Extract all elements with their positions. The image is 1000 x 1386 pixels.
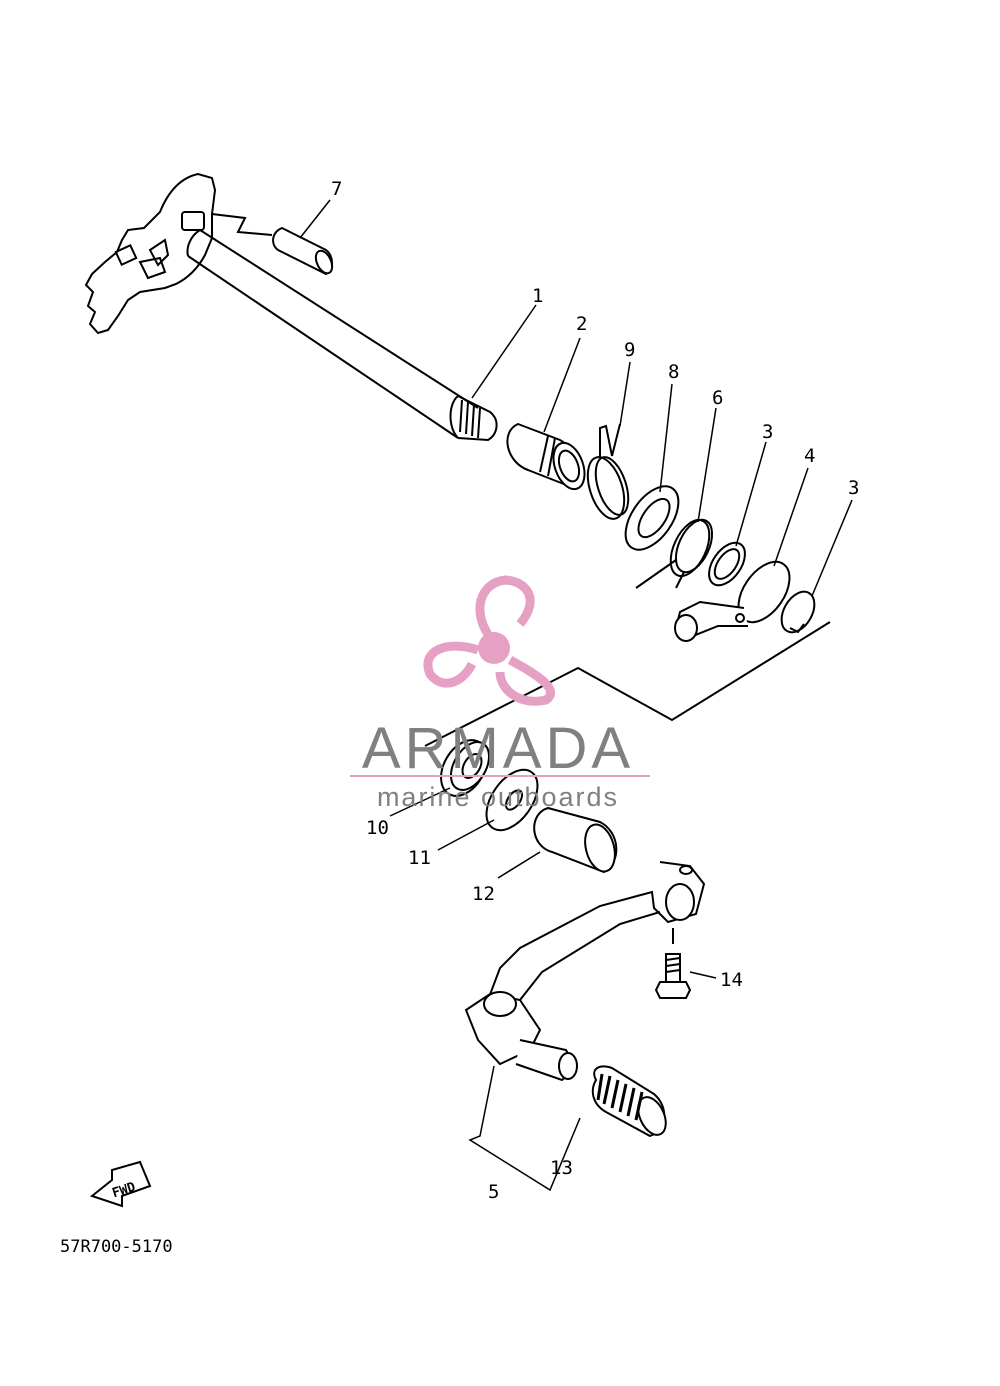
circlip-part-upper [708,541,746,587]
callout-4: 4 [804,445,815,467]
callout-11: 12 [472,883,495,905]
callout-12: 5 [488,1181,499,1203]
watermark: ARMADA marine outboards [350,575,650,812]
assembly-bracket-line [424,621,831,747]
collar-part [506,422,586,491]
propeller-logo-icon [423,575,555,706]
diagram-code: 57R700-5170 [60,1237,173,1257]
foot-rubber-part [591,1065,667,1138]
callout-7: 9 [624,339,635,361]
shift-pedal-part [464,861,706,1082]
leader-lines [299,199,853,1192]
bolt-part [654,928,692,999]
watermark-tagline: marine outboards [377,782,619,812]
shift-shaft-part [84,172,498,442]
callout-labels: 7 1 2 9 8 6 3 4 3 10 11 12 14 13 5 [331,178,859,1203]
callout-3-upper: 3 [762,421,773,443]
callout-3-lower: 3 [848,477,859,499]
washer-part-lower [485,768,539,832]
callout-10: 11 [408,847,431,869]
watermark-brand: ARMADA [362,716,634,781]
bushing-part [533,806,618,874]
washer-part [624,485,680,551]
callout-14: 14 [720,969,743,991]
fwd-arrow-icon: FWD [89,1160,152,1208]
torsion-spring-part [586,423,630,520]
callout-5: 6 [712,387,723,409]
return-spring-part [635,518,714,589]
callout-8: 7 [331,178,342,200]
shift-lever-part [674,560,791,642]
callout-9: 10 [366,817,389,839]
callout-1: 1 [532,285,543,307]
oil-seal-part [440,739,490,797]
callout-2: 2 [576,313,587,335]
callout-6: 8 [668,361,679,383]
fwd-label: FWD [110,1180,137,1202]
pin-part [211,213,334,276]
circlip-part-lower [780,590,816,634]
callout-13: 13 [550,1157,573,1179]
